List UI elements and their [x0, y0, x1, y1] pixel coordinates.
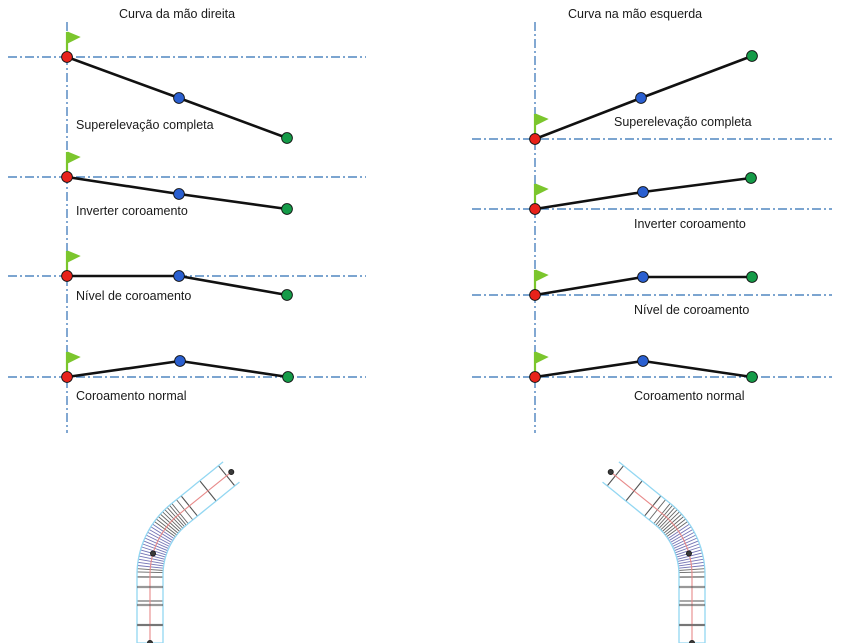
start-point-marker[interactable] — [529, 133, 541, 145]
mid-point-marker[interactable] — [635, 92, 647, 104]
flag-pennant — [67, 31, 81, 44]
alignment-centerline — [149, 471, 232, 643]
start-point-marker[interactable] — [529, 289, 541, 301]
flag-pennant — [67, 351, 81, 364]
alignment-centerline — [610, 471, 693, 643]
start-point-marker[interactable] — [529, 371, 541, 383]
mid-point-marker[interactable] — [173, 270, 185, 282]
stage-label: Superelevação completa — [76, 118, 214, 132]
stage-label: Coroamento normal — [634, 389, 744, 403]
flag-pennant — [535, 269, 549, 282]
carriageway-edge — [136, 461, 224, 643]
end-point-marker[interactable] — [746, 271, 758, 283]
end-point-marker[interactable] — [281, 289, 293, 301]
stage-superelevation-full: Superelevação completa — [8, 31, 366, 144]
plan-view-left-hand — [602, 461, 706, 643]
stage-label: Nível de coroamento — [634, 303, 749, 317]
mid-point-marker[interactable] — [173, 92, 185, 104]
stage-label: Inverter coroamento — [76, 204, 188, 218]
stage-crown-normal: Coroamento normal — [8, 351, 366, 403]
mid-point-marker[interactable] — [174, 355, 186, 367]
mid-point-marker[interactable] — [173, 188, 185, 200]
alignment-pi-marker[interactable] — [150, 550, 157, 557]
stage-crown-level: Nível de coroamento — [472, 269, 832, 317]
end-point-marker[interactable] — [746, 371, 758, 383]
stage-crown-reversed: Inverter coroamento — [8, 151, 366, 218]
flag-pennant — [67, 250, 81, 263]
flag-pennant — [535, 183, 549, 196]
stage-label: Coroamento normal — [76, 389, 186, 403]
start-point-marker[interactable] — [61, 51, 73, 63]
panel-title: Curva na mão esquerda — [568, 7, 702, 21]
carriageway-edge — [150, 481, 240, 643]
stage-crown-normal: Coroamento normal — [472, 351, 832, 403]
alignment-pi-marker[interactable] — [685, 550, 692, 557]
start-point-marker[interactable] — [529, 203, 541, 215]
end-point-marker[interactable] — [282, 371, 294, 383]
alignment-end-marker[interactable] — [607, 468, 614, 475]
end-point-marker[interactable] — [281, 203, 293, 215]
start-point-marker[interactable] — [61, 171, 73, 183]
mid-point-marker[interactable] — [637, 186, 649, 198]
stage-label: Inverter coroamento — [634, 217, 746, 231]
stage-crown-reversed: Inverter coroamento — [472, 172, 832, 231]
flag-pennant — [535, 113, 549, 126]
flag-pennant — [535, 351, 549, 364]
stage-label: Superelevação completa — [614, 115, 752, 129]
panel-title: Curva da mão direita — [119, 7, 235, 21]
stage-superelevation-full: Superelevação completa — [472, 50, 832, 145]
mid-point-marker[interactable] — [637, 271, 649, 283]
end-point-marker[interactable] — [745, 172, 757, 184]
alignments-root — [136, 461, 706, 643]
alignment-end-marker[interactable] — [228, 468, 235, 475]
start-point-marker[interactable] — [61, 371, 73, 383]
mid-point-marker[interactable] — [637, 355, 649, 367]
stage-label: Nível de coroamento — [76, 289, 191, 303]
end-point-marker[interactable] — [746, 50, 758, 62]
start-point-marker[interactable] — [61, 270, 73, 282]
carriageway-edge — [618, 461, 706, 643]
flag-pennant — [67, 151, 81, 164]
plan-view-right-hand — [136, 461, 240, 643]
stage-crown-level: Nível de coroamento — [8, 250, 366, 303]
end-point-marker[interactable] — [281, 132, 293, 144]
carriageway-edge — [602, 481, 692, 643]
